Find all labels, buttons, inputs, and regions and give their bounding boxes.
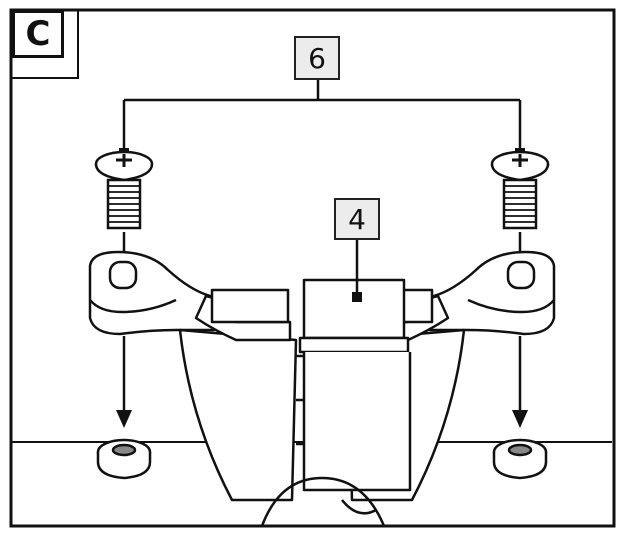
nut-right bbox=[492, 438, 548, 480]
callout-screws: 6 bbox=[294, 36, 340, 80]
screw-right bbox=[490, 150, 550, 230]
callout-cover: 4 bbox=[334, 198, 380, 240]
arrow-head-right bbox=[512, 410, 528, 428]
badge-corner-line bbox=[11, 10, 79, 79]
step-label: C bbox=[12, 10, 64, 58]
bracket bbox=[88, 250, 556, 527]
nut-left bbox=[96, 438, 152, 480]
arrow-head-left bbox=[116, 410, 132, 428]
screw-left bbox=[94, 150, 154, 230]
diagram-border bbox=[9, 8, 616, 528]
leader-end-center bbox=[352, 292, 362, 302]
callout-6-leader bbox=[122, 80, 522, 154]
